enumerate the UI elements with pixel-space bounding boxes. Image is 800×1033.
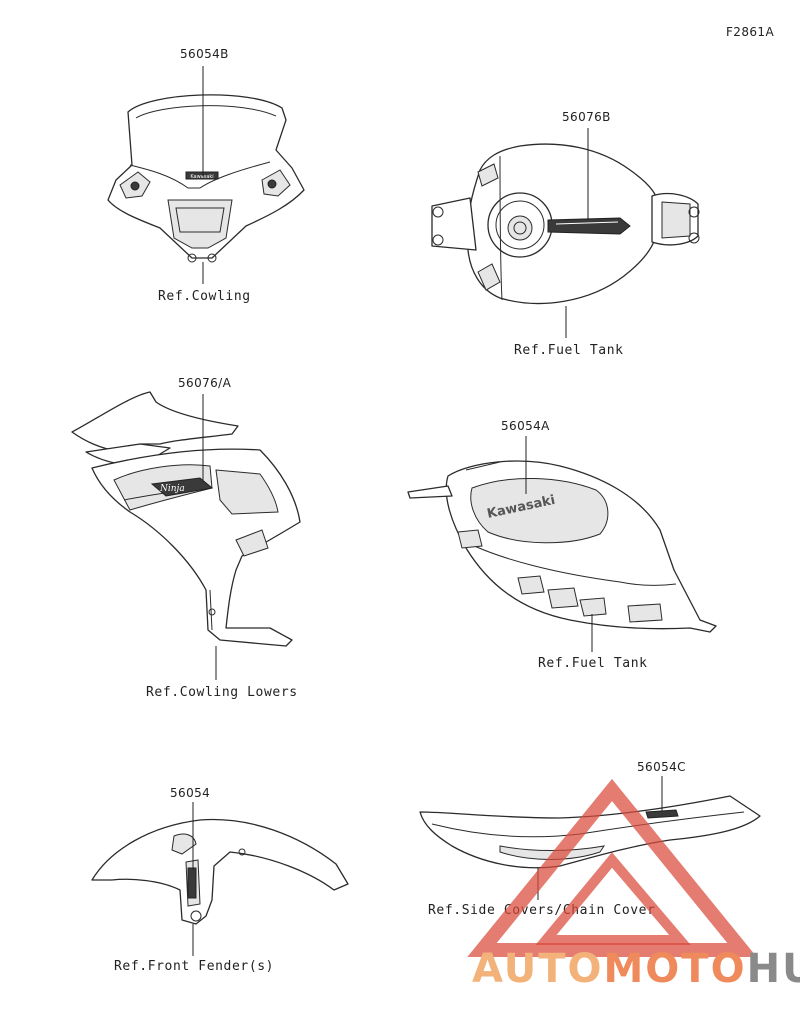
ref-cowling-label: Ref.Cowling bbox=[158, 289, 251, 304]
fuel-tank-side-drawing: Kawasaki bbox=[407, 460, 717, 633]
ref-cowling-lowers-label: Ref.Cowling Lowers bbox=[146, 685, 298, 700]
svg-text:AUTOMOTOHUB: AUTOMOTOHUB bbox=[472, 946, 800, 992]
part-number-56054C: 56054C bbox=[637, 760, 686, 774]
figure-code: F2861A bbox=[726, 25, 774, 39]
automotohub-watermark: AUTOMOTOHUB bbox=[467, 778, 800, 992]
watermark-moto: MOTO bbox=[604, 946, 747, 992]
front-fender-drawing bbox=[91, 818, 349, 925]
ninja-decal-text: Ninja bbox=[159, 484, 185, 494]
cowling-decal-text: Kawasaki bbox=[190, 174, 213, 180]
part-number-56054A: 56054A bbox=[501, 419, 550, 433]
cowling-drawing: Kawasaki bbox=[107, 94, 305, 263]
watermark-auto: AUTO bbox=[472, 946, 604, 992]
watermark-hub: HUB bbox=[747, 946, 800, 992]
part-number-56076B: 56076B bbox=[562, 110, 611, 124]
cowling-lowers-drawing: Ninja bbox=[71, 391, 301, 647]
watermark-triangle bbox=[467, 778, 757, 957]
ref-fuel-tank-label-2: Ref.Fuel Tank bbox=[538, 656, 648, 671]
ref-fuel-tank-label-1: Ref.Fuel Tank bbox=[514, 343, 624, 358]
ref-front-fender-label: Ref.Front Fender(s) bbox=[114, 959, 274, 974]
cowling-decal bbox=[185, 171, 219, 180]
part-number-56054: 56054 bbox=[170, 786, 210, 800]
fender-decal bbox=[187, 867, 197, 899]
part-number-56054B: 56054B bbox=[180, 47, 229, 61]
ref-side-covers-label: Ref.Side Covers/Chain Cover bbox=[428, 903, 656, 918]
fuel-tank-top-drawing bbox=[431, 143, 700, 305]
side-cover-decal bbox=[645, 809, 679, 819]
part-number-56076A: 56076/A bbox=[178, 376, 232, 390]
